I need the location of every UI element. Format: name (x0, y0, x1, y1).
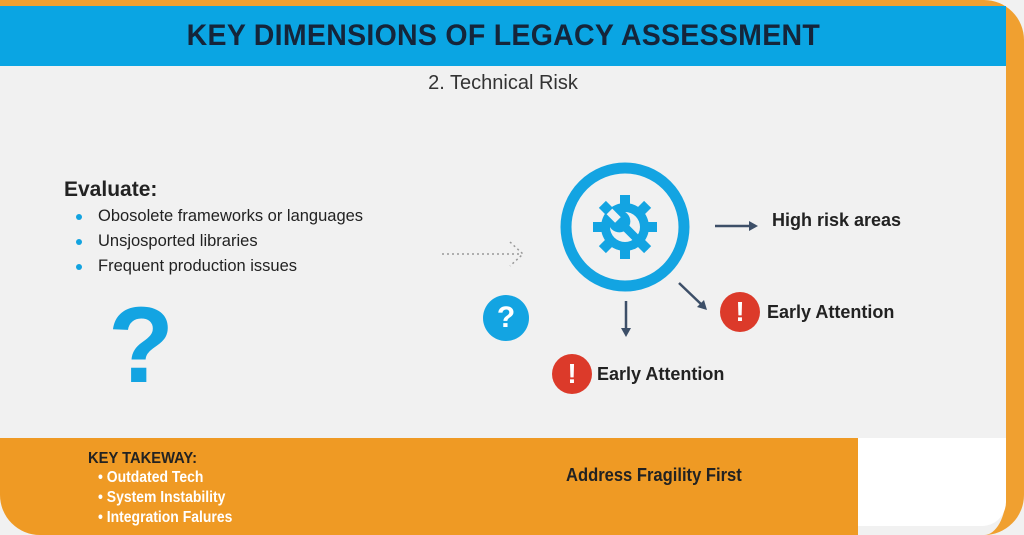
takeaway-item-label: System Instability (106, 489, 226, 506)
takeaway-item-label: Outdated Tech (106, 469, 204, 486)
takeaway-item: • Outdated Tech (98, 469, 204, 486)
early-attention-label: Early Attention (597, 364, 725, 384)
takeaway-item: • Integration Falures (98, 509, 233, 526)
evaluate-heading: Evaluate: (64, 178, 158, 201)
list-item-label: Obosolete frameworks or languages (98, 207, 364, 225)
list-item: Frequent production issues (76, 254, 363, 279)
evaluate-section: Evaluate: Obosolete frameworks or langua… (64, 178, 363, 279)
page-title: KEY DIMENSIONS OF LEGACY ASSESSMENT (186, 19, 820, 52)
arrow-diagonal-icon (678, 282, 707, 310)
early-attention-label: Early Attention (767, 302, 895, 322)
warning-icon: ! (552, 354, 592, 394)
warning-icon: ! (720, 292, 760, 332)
list-item-label: Unsjosported libraries (98, 232, 258, 250)
takeaway-message: Address Fragility First (566, 465, 742, 485)
takeaway-item-label: Integration Falures (106, 509, 233, 526)
dotted-arrow-icon (442, 241, 525, 267)
blank-panel (858, 438, 1006, 526)
gear-wrench-magnifier-icon (560, 162, 690, 292)
title-banner: KEY DIMENSIONS OF LEGACY ASSESSMENT (0, 6, 1006, 66)
list-item-label: Frequent production issues (98, 257, 298, 275)
takeaway-heading: KEY TAKEWAY: (88, 450, 198, 467)
question-mark-icon: ? (108, 284, 174, 405)
takeaway-item: • System Instability (98, 489, 226, 506)
high-risk-label: High risk areas (772, 210, 902, 230)
bullet-icon (76, 213, 82, 220)
takeaway-banner (0, 438, 858, 535)
list-item: Obosolete frameworks or languages (76, 204, 363, 229)
question-circle-icon: ? (483, 295, 529, 341)
takeaway-section: KEY TAKEWAY: • Outdated Tech • System In… (88, 450, 247, 528)
list-item: Unsjosported libraries (76, 229, 363, 254)
bullet-icon (76, 238, 82, 245)
arrow-right-icon (715, 221, 758, 231)
subtitle: 2. Technical Risk (428, 72, 578, 94)
arrow-down-icon (621, 301, 631, 337)
bullet-icon (76, 263, 82, 270)
